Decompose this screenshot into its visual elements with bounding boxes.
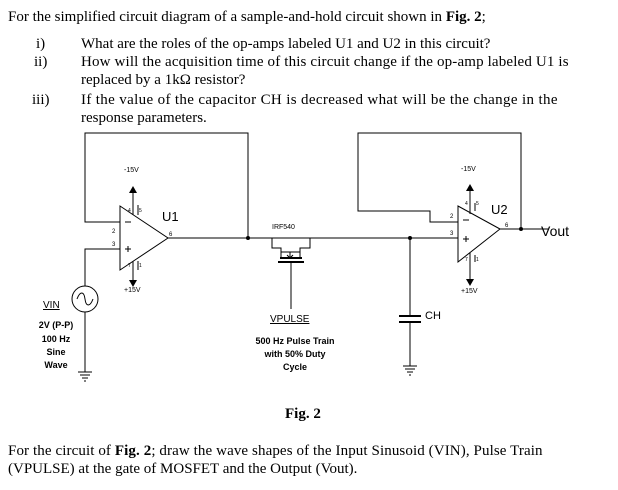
vpulse-desc-1: 500 Hz Pulse Train	[255, 336, 335, 346]
u2-pin-3: 3	[450, 231, 454, 237]
u2-opamp	[457, 205, 501, 264]
u2-pin-6: 6	[505, 223, 509, 229]
u2-pin-7: 7	[465, 257, 468, 263]
question-intro: For the simplified circuit diagram of a …	[8, 9, 486, 26]
footer-line-1: For the circuit of Fig. 2; draw the wave…	[8, 443, 543, 460]
u1-pin-1: 1	[139, 263, 142, 269]
node-dot	[246, 236, 250, 240]
u1-label: U1	[162, 209, 179, 224]
u1-pos-supply: +15V	[124, 287, 141, 294]
u1-pin-2: 2	[112, 229, 116, 235]
footer-fig-ref: Fig. 2	[114, 443, 152, 459]
item-1-number: i)	[36, 36, 46, 52]
node-dot	[519, 227, 523, 231]
vin-label: VIN	[43, 300, 60, 311]
vpulse-desc-3: Cycle	[282, 362, 308, 372]
u2-pin-4: 4	[465, 201, 468, 207]
u1-feedback-wire	[84, 132, 249, 238]
item-3-number: iii)	[32, 92, 50, 108]
vout-label: Vout	[541, 223, 570, 239]
intro-fig-ref: Fig. 2	[445, 9, 482, 25]
u1-pin-3: 3	[112, 242, 116, 248]
footer-line-2: (VPULSE) at the gate of MOSFET and the O…	[8, 461, 358, 477]
u1-pin-5: 5	[139, 208, 142, 214]
vin-desc-4: Wave	[44, 360, 68, 370]
u1-pin-7: 7	[128, 263, 131, 269]
node-dot	[408, 236, 412, 240]
u2-pin-2: 2	[450, 214, 454, 220]
u1-pin-6: 6	[169, 232, 173, 238]
vin-desc-1: 2V (P-P)	[38, 320, 74, 330]
u1-neg-supply: -15V	[124, 167, 139, 174]
u2-pos-supply: +15V	[461, 288, 478, 295]
u2-neg-supply: -15V	[461, 166, 476, 173]
item-3-text: If the value of the capacitor CH is decr…	[81, 92, 558, 108]
u1-opamp	[119, 205, 169, 271]
ch-label: CH	[425, 310, 441, 322]
item-2-text: How will the acquisition time of this ci…	[81, 54, 569, 70]
intro-text: For the simplified circuit diagram of a …	[8, 9, 446, 25]
u2-pin-5: 5	[476, 201, 479, 207]
figure-caption: Fig. 2	[285, 406, 321, 422]
footer-text-cont: ; draw the wave shapes of the Input Sinu…	[151, 443, 543, 459]
vin-desc-3: Sine	[46, 347, 66, 357]
u2-pin-1: 1	[476, 257, 479, 263]
u2-label: U2	[491, 202, 508, 217]
item-1-text: What are the roles of the op-amps labele…	[81, 36, 491, 52]
u1-pin-4: 4	[128, 208, 131, 214]
vpulse-desc-2: with 50% Duty	[264, 349, 326, 359]
item-2-text-cont: replaced by a 1kΩ resistor?	[81, 72, 246, 88]
item-3-text-cont: response parameters.	[81, 110, 207, 126]
item-2-number: ii)	[34, 54, 48, 70]
vin-desc-2: 100 Hz	[41, 334, 71, 344]
mosfet-label: IRF540	[272, 224, 295, 231]
vpulse-label: VPULSE	[270, 314, 310, 325]
intro-text-end: ;	[481, 9, 486, 25]
footer-text: For the circuit of	[8, 443, 115, 459]
